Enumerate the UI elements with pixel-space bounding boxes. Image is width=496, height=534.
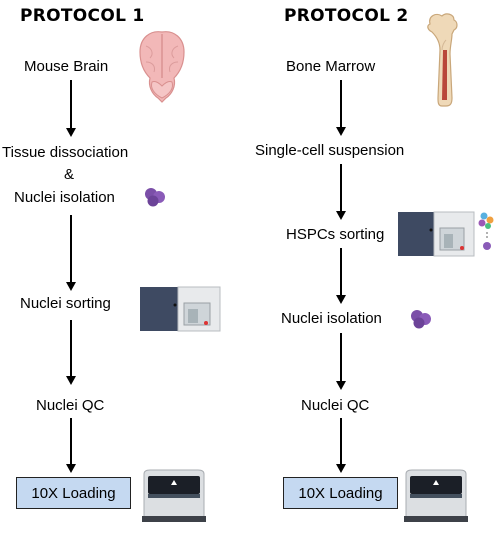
10x-chromium-icon-2	[404, 469, 468, 522]
step-bone-marrow: Bone Marrow	[286, 58, 376, 75]
step-10x-loading-2: 10X Loading	[283, 477, 398, 509]
arrow-1-4	[66, 418, 76, 473]
step-nuclei-isolation-2: Nuclei isolation	[281, 310, 382, 327]
protocol-2-title: PROTOCOL 2	[284, 6, 409, 26]
10x-chromium-icon	[142, 469, 206, 522]
step-mouse-brain: Mouse Brain	[24, 58, 109, 75]
mouse-brain-icon	[139, 31, 185, 103]
nuclei-cluster-icon	[145, 188, 165, 207]
cell-sorter-icon-2	[398, 211, 494, 257]
step-nuclei-sorting: Nuclei sorting	[20, 295, 111, 312]
nuclei-cluster-icon-2	[411, 310, 431, 329]
step-nuclei-qc-1: Nuclei QC	[36, 397, 105, 414]
step-single-cell-suspension: Single-cell suspension	[255, 142, 405, 159]
arrow-2-4	[336, 333, 346, 390]
step-nuclei-qc-2: Nuclei QC	[301, 397, 370, 414]
arrow-2-1	[336, 80, 346, 136]
arrow-2-3	[336, 248, 346, 304]
step-ampersand: &	[64, 166, 75, 183]
protocol-1-title: PROTOCOL 1	[20, 6, 145, 26]
step-nuclei-isolation-1: Nuclei isolation	[14, 189, 115, 206]
step-hspcs-sorting: HSPCs sorting	[286, 226, 385, 243]
femur-bone-icon	[427, 13, 458, 107]
arrow-2-5	[336, 418, 346, 473]
arrow-1-1	[66, 80, 76, 137]
cell-sorter-icon	[140, 286, 221, 332]
arrow-1-3	[66, 320, 76, 385]
step-tissue-dissociation: Tissue dissociation	[2, 144, 129, 161]
arrow-2-2	[336, 164, 346, 220]
step-10x-loading-1: 10X Loading	[16, 477, 131, 509]
arrow-1-2	[66, 215, 76, 291]
